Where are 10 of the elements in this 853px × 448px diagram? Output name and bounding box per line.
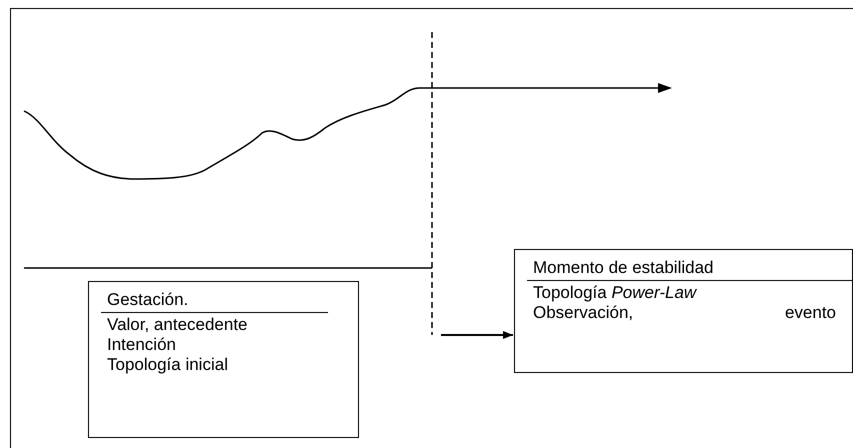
- box-heading: Momento de estabilidad: [533, 258, 714, 277]
- box-text: Topología Power-Law: [533, 283, 698, 303]
- box-text: Intención: [107, 335, 177, 355]
- box-heading: Gestación.: [107, 290, 188, 309]
- text-box: [514, 249, 853, 373]
- text-box: [88, 281, 359, 438]
- box-text: Topología inicial: [107, 355, 229, 375]
- box-text: Observación, evento: [533, 303, 836, 323]
- box-text: Valor, antecedente: [107, 315, 249, 335]
- arrow: [441, 331, 513, 339]
